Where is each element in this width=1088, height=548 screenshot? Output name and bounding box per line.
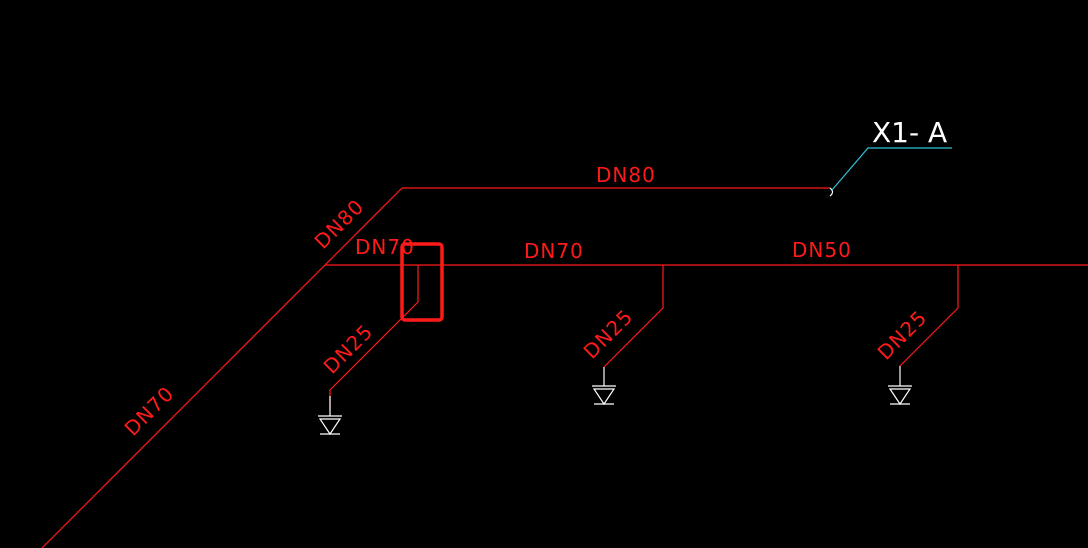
label-drop-2: DN25 — [579, 304, 638, 363]
pipe-network — [41, 187, 1088, 548]
fixture-symbol-2 — [592, 367, 616, 406]
tag-leader-line — [831, 147, 952, 191]
label-riser-lower: DN70 — [120, 381, 179, 440]
diagonal-riser-pipe — [41, 187, 403, 548]
label-drop-1: DN25 — [319, 319, 378, 378]
label-branch-right: DN50 — [792, 238, 852, 262]
drop-pipe-3 — [899, 265, 959, 367]
label-top-main: DN80 — [596, 163, 656, 187]
label-branch-mid: DN70 — [524, 239, 584, 263]
pipe-tag-label: X1- A — [872, 116, 947, 149]
highlight-box — [400, 242, 444, 322]
pipe-end-hook — [829, 187, 834, 197]
fixture-symbol-1 — [318, 396, 342, 436]
label-branch-left: DN70 — [355, 235, 415, 259]
drop-pipe-2 — [603, 265, 664, 368]
label-drop-3: DN25 — [873, 305, 932, 364]
fixture-symbol-3 — [888, 366, 912, 406]
